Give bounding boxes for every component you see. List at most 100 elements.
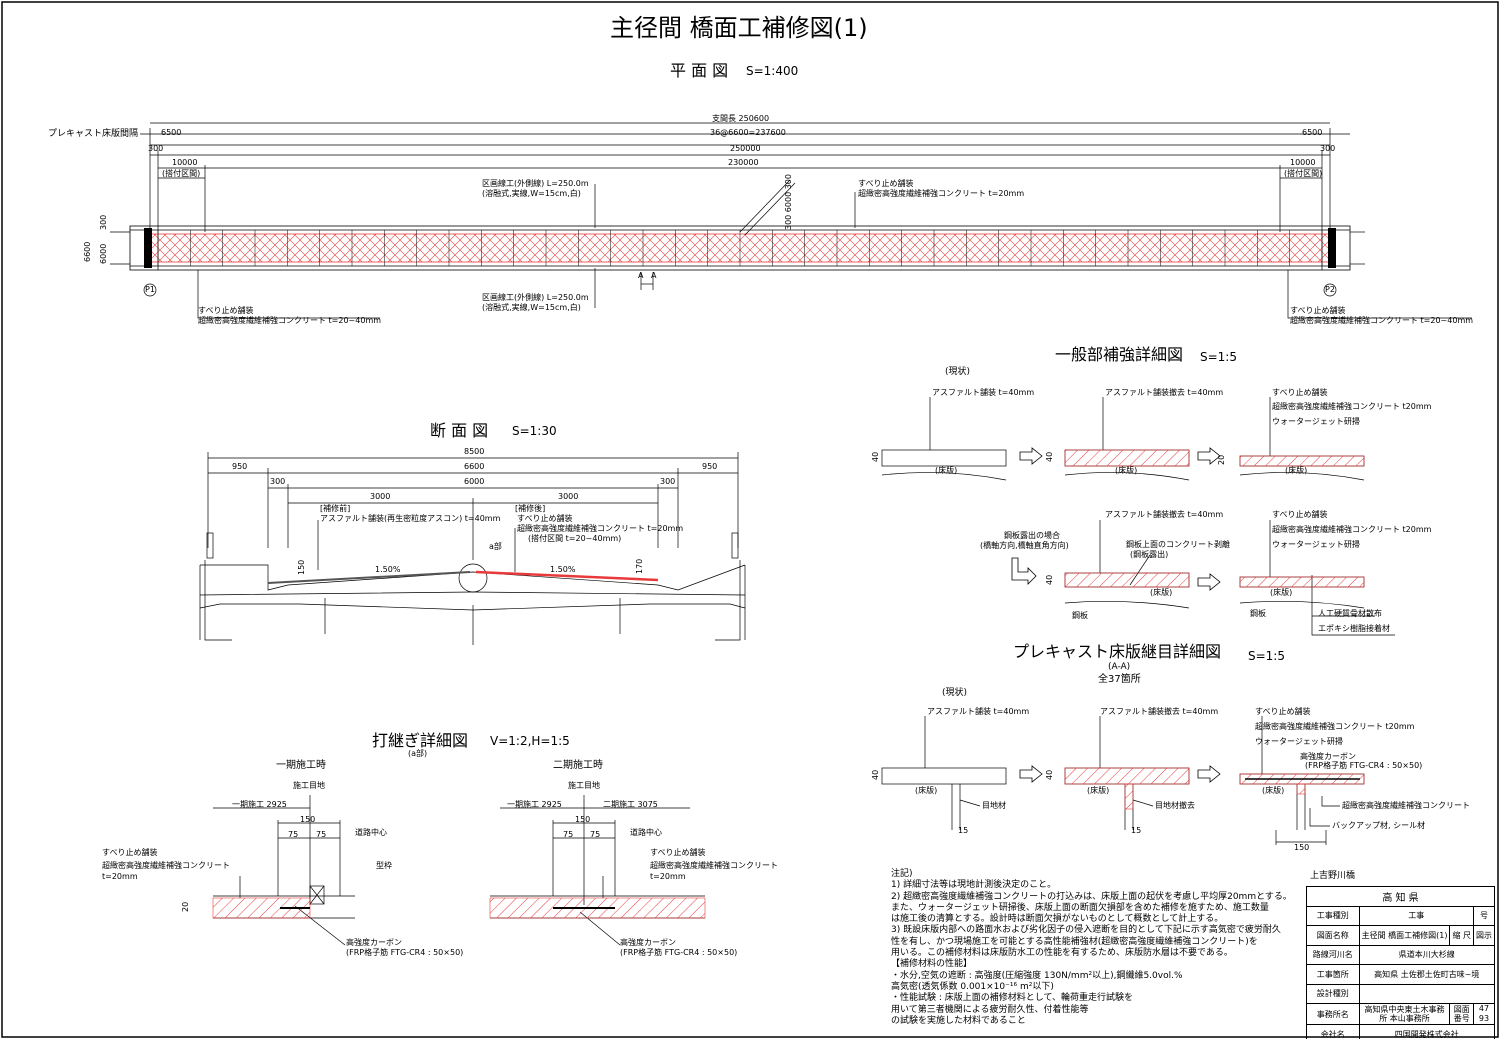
slip-top: すべり止め舗装 xyxy=(858,179,914,188)
note-line: 2) 超緻密高強度繊維補強コンクリートの打込みは、床版上面の起伏を考慮し平均厚2… xyxy=(891,891,1292,902)
sec-after-sub: (搭付区間 t=20~40mm) xyxy=(528,534,622,543)
lane-line-top-sub: (溶融式,実線,W=15cm,白) xyxy=(482,189,581,198)
sec-dim-6600: 6600 xyxy=(464,462,485,471)
plan-panel-joints xyxy=(157,230,1323,266)
gen-epoxy: エポキシ樹脂接着材 xyxy=(1318,624,1390,633)
pc-slip: すべり止め舗装 xyxy=(1255,707,1311,716)
dim-6500-right: 6500 xyxy=(1302,128,1323,137)
joint1-75a: 75 xyxy=(288,830,299,839)
tb-chart-k: 図示 xyxy=(1473,925,1495,946)
dim-v6000: 6000 xyxy=(99,243,108,264)
sec-before-text: アスファルト舗装(再生密粒度アスコン) t=40mm xyxy=(320,514,501,523)
tb-drawing-name-v: 主径間 橋面工補修図(1) xyxy=(1358,925,1451,946)
tb-route-k: 路線河川名 xyxy=(1306,944,1360,965)
sec-dim-8500: 8500 xyxy=(464,447,485,456)
joint1-mark: 施工目地 xyxy=(293,781,325,790)
pc-carbon-sub: (FRP格子筋 FTG-CR4 : 50×50) xyxy=(1305,761,1423,770)
dim-v300: 300 xyxy=(99,214,108,230)
sec-dim-300-left: 300 xyxy=(270,477,286,486)
tb-drawing-name-k: 図面名称 xyxy=(1306,925,1360,946)
gen-40-3: 40 xyxy=(1045,574,1054,585)
dim-v6600: 6600 xyxy=(83,241,92,262)
sec-dim-3000-right: 3000 xyxy=(558,492,579,501)
pc-slab-1: (床版) xyxy=(915,786,938,795)
note-line: また、ウォータージェット研掃後、床版上面の断面欠損部を含めた補修を施すため、施工… xyxy=(891,902,1269,913)
sec-after-text: 超緻密高強度繊維補強コンクリート t=20mm xyxy=(517,524,684,533)
note-line: 用いる。この補修材料は床版防水工の性能を有するため、床版防水層は不要である。 xyxy=(891,948,1233,959)
note-line: は施工後の清算とする。設計時は断面欠損がないものとして概数として計上する。 xyxy=(891,914,1224,925)
gen-slip-sub: 超緻密高強度繊維補強コンクリート t20mm xyxy=(1272,402,1432,411)
sec-dim-6000: 6000 xyxy=(464,477,485,486)
tb-fig-no-v1: 47 xyxy=(1478,1004,1490,1013)
gen-asphalt: アスファルト舗装 t=40mm xyxy=(932,388,1035,397)
joint2-t20: t=20mm xyxy=(650,872,686,881)
dim-300-left: 300 xyxy=(148,144,164,153)
gen-steel-case-sub: (橋軸方向,橋軸直角方向) xyxy=(980,541,1069,550)
gen-slab-5: (床版) xyxy=(1270,588,1293,597)
dim-panels: 36@6600=237600 xyxy=(710,128,786,137)
precast-title: プレキャスト床版継目詳細図 xyxy=(1013,642,1222,661)
section-marker-left: A xyxy=(638,271,644,280)
joint-detail-phase1 xyxy=(213,795,355,946)
joint1-carbon: 高強度カーボン xyxy=(346,938,402,947)
note-line: 【補修材料の性能】 xyxy=(891,959,973,970)
gen-steel-case: 鋼板露出の場合 xyxy=(1004,531,1060,540)
pc-backup: バックアップ材, シール材 xyxy=(1332,821,1426,830)
joint-phase1: 一期施工時 xyxy=(276,760,326,771)
pc-15-1: 15 xyxy=(958,826,969,835)
sec-dim-150: 150 xyxy=(297,559,306,575)
joint-phase2: 二期施工時 xyxy=(553,760,603,771)
gen-steel-1: 鋼板 xyxy=(1072,611,1088,620)
joint2-mark: 施工目地 xyxy=(568,781,600,790)
joint1-carbon-sub: (FRP格子筋 FTG-CR4 : 50×50) xyxy=(346,948,464,957)
plan-title: 平 面 図 xyxy=(670,61,729,80)
note-line: 3) 既設床版内部への路面水および劣化因子の侵入遮断を目的として下記に示す高気密… xyxy=(891,925,1281,936)
gen-slab-2: (床版) xyxy=(1115,466,1138,475)
gen-slab-3: (床版) xyxy=(1285,466,1308,475)
pc-concrete: 超緻密高強度繊維補強コンクリート xyxy=(1342,801,1470,810)
note-line: 用いて第三者機関による疲労耐久性、付着性能等 xyxy=(891,1004,1089,1015)
bridge-name: 上吉野川橋 xyxy=(1310,871,1356,881)
dim-10000-left: 10000 xyxy=(172,158,198,167)
pc-asphalt-removed: アスファルト舗装撤去 t=40mm xyxy=(1100,707,1219,716)
plan-scale: S=1:400 xyxy=(746,64,799,78)
sec-slope-right: 1.50% xyxy=(550,565,576,574)
joint1-75b: 75 xyxy=(316,830,327,839)
joint1-slip-sub: 超緻密高強度繊維補強コンクリート xyxy=(102,861,230,870)
note-line: 高気密(透気係数 0.001×10⁻¹⁶ m²以下) xyxy=(891,981,1054,992)
dim-span: 支間長 250600 xyxy=(712,114,770,123)
sec-before: [補修前] xyxy=(320,504,351,513)
pc-joint-mat: 目地材 xyxy=(982,801,1006,810)
tb-designer-v xyxy=(1358,983,1496,1004)
joint2-p1: 一期施工 2925 xyxy=(507,800,562,809)
joint2-75b: 75 xyxy=(590,830,601,839)
arrows xyxy=(1011,447,1221,783)
precast-count: 全37箇所 xyxy=(1098,674,1141,685)
gen-slip-sub-2: 超緻密高強度繊維補強コンクリート t20mm xyxy=(1272,525,1432,534)
tb-site-v: 高知県 土佐郡土佐町古味~境 xyxy=(1358,964,1496,985)
sec-dim-950-left: 950 xyxy=(232,462,248,471)
lane-line-bottom-sub: (溶融式,実線,W=15cm,白) xyxy=(482,303,581,312)
general-title: 一般部補強詳細図 xyxy=(1055,345,1184,364)
sec-dim-950-right: 950 xyxy=(702,462,718,471)
tb-fig-no-v2: 93 xyxy=(1478,1014,1490,1023)
tb-work-no: 号 xyxy=(1473,905,1495,926)
sec-dim-300-right: 300 xyxy=(660,477,676,486)
general-scale: S=1:5 xyxy=(1200,350,1237,364)
precast-current: (現状) xyxy=(942,688,968,698)
precast-spacing-label: プレキャスト床版間隔 xyxy=(48,129,139,139)
joint2-road-center: 道路中心 xyxy=(630,828,662,837)
joint2-slip: すべり止め舗装 xyxy=(650,848,706,857)
joint1-road-center: 道路中心 xyxy=(355,828,387,837)
gen-slab-4: (床版) xyxy=(1150,588,1173,597)
gen-waterjet: ウォータージェット研掃 xyxy=(1272,417,1360,426)
dim-10000-right: 10000 xyxy=(1290,158,1316,167)
tb-office-k: 事務所名 xyxy=(1306,1003,1360,1025)
tb-company-k: 会社名 xyxy=(1306,1024,1360,1039)
sec-a-part: a部 xyxy=(489,542,502,551)
notes: 注記) 1) 詳細寸法等は現地計測後決定のこと。 2) 超緻密高強度繊維補強コン… xyxy=(891,869,1296,1027)
pc-slab-3: (床版) xyxy=(1262,786,1285,795)
